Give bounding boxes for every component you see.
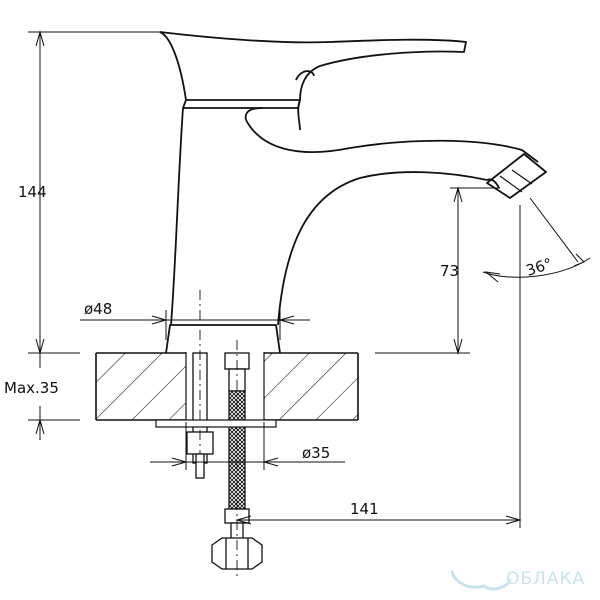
- dim-reach-label: 141: [350, 500, 379, 518]
- watermark-text: ОБЛАКА: [506, 569, 585, 589]
- dim-spout-height-label: 73: [440, 262, 459, 280]
- watermark-cloud-icon: [450, 570, 512, 591]
- mounting-stud: [186, 290, 214, 479]
- faucet-body: [159, 31, 547, 354]
- dim-spout-angle-label: 36°: [524, 254, 555, 279]
- dim-max-thickness-label: Max.35: [4, 379, 59, 397]
- dim-height-total-label: 144: [18, 183, 47, 201]
- dim-hole-diameter-label: ø35: [302, 444, 330, 462]
- washer-plate: [155, 419, 277, 428]
- dimension-lines: [28, 30, 591, 528]
- watermark: ОБЛАКА: [450, 569, 585, 591]
- dim-base-diameter-label: ø48: [84, 300, 112, 318]
